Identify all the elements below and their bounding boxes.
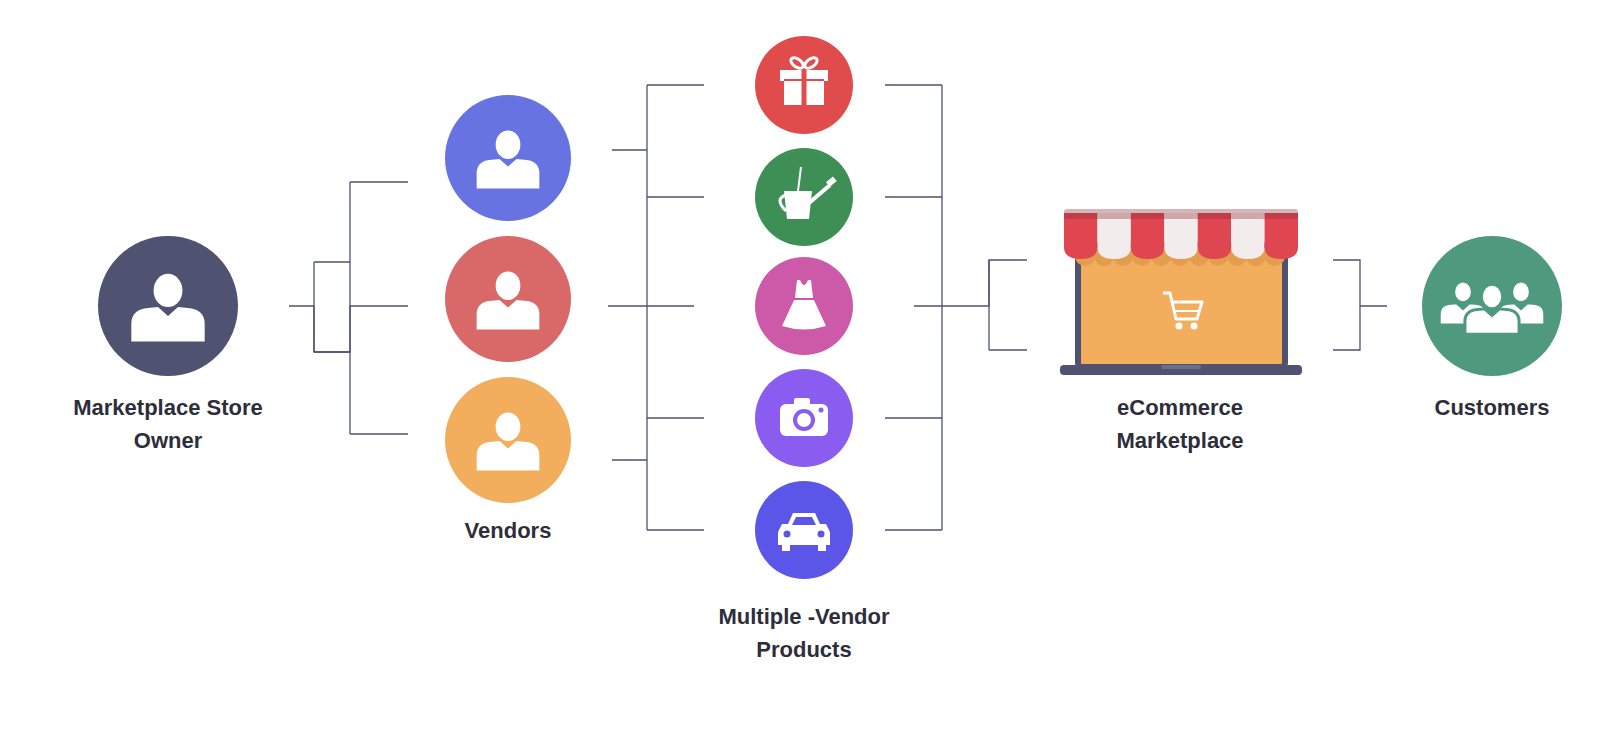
node-label: Customers xyxy=(1392,391,1592,424)
person-head xyxy=(496,130,521,159)
product-circle xyxy=(755,369,853,467)
person-head xyxy=(496,271,521,300)
person-head xyxy=(1454,281,1473,303)
customers-circle xyxy=(1422,236,1562,376)
owner-node: Marketplace Store Owner xyxy=(47,236,289,457)
node-shape xyxy=(694,36,914,581)
person-body xyxy=(477,300,540,329)
vendor-fork xyxy=(612,85,704,530)
node-label: Vendors xyxy=(408,514,608,547)
group-icon xyxy=(1439,281,1545,334)
product-circle xyxy=(755,481,853,579)
person-head xyxy=(496,412,521,441)
product-circle xyxy=(755,148,853,246)
watering-can-icon xyxy=(780,167,837,219)
person-head xyxy=(1481,284,1502,309)
customer-merge xyxy=(1333,306,1360,350)
gift-icon xyxy=(780,56,828,105)
vendor-circle xyxy=(445,236,571,362)
bracket-connector xyxy=(914,260,1027,306)
customers-node: Customers xyxy=(1387,236,1597,424)
person-icon xyxy=(477,271,540,329)
dress-icon xyxy=(782,280,826,330)
person-body xyxy=(1465,309,1519,334)
person-body xyxy=(477,441,540,470)
node-shape xyxy=(1387,236,1597,376)
node-label: Multiple -Vendor Products xyxy=(694,600,914,666)
node-label: eCommerce Marketplace xyxy=(1095,391,1265,457)
cart-icon xyxy=(1163,293,1202,330)
marketplace-node: eCommerce Marketplace xyxy=(1027,209,1333,457)
car-icon xyxy=(778,513,830,551)
bracket-connector xyxy=(1333,260,1387,306)
owner-circle xyxy=(98,236,238,376)
person-head xyxy=(1512,281,1531,303)
person-head xyxy=(154,274,183,307)
person-body xyxy=(131,307,204,341)
product-circle xyxy=(755,36,853,134)
node-label: Marketplace Store Owner xyxy=(57,391,279,457)
owner-fork xyxy=(314,182,408,434)
vendor-circle xyxy=(445,95,571,221)
person-body xyxy=(477,159,540,188)
bracket-connector xyxy=(289,306,408,352)
person-icon xyxy=(477,412,540,470)
products-node: Multiple -Vendor Products xyxy=(694,36,914,666)
camera-icon xyxy=(780,398,828,436)
vendors-node: Vendors xyxy=(408,95,608,547)
node-shape xyxy=(47,236,289,376)
node-shape xyxy=(1027,209,1333,379)
person-icon xyxy=(131,274,204,342)
shop-laptop-illustration xyxy=(1060,209,1302,375)
product-merge xyxy=(885,85,1027,530)
bracket-connector xyxy=(608,305,694,306)
product-circle xyxy=(755,257,853,355)
vendor-circle xyxy=(445,377,571,503)
node-shape xyxy=(408,95,608,503)
person-icon xyxy=(477,130,540,188)
